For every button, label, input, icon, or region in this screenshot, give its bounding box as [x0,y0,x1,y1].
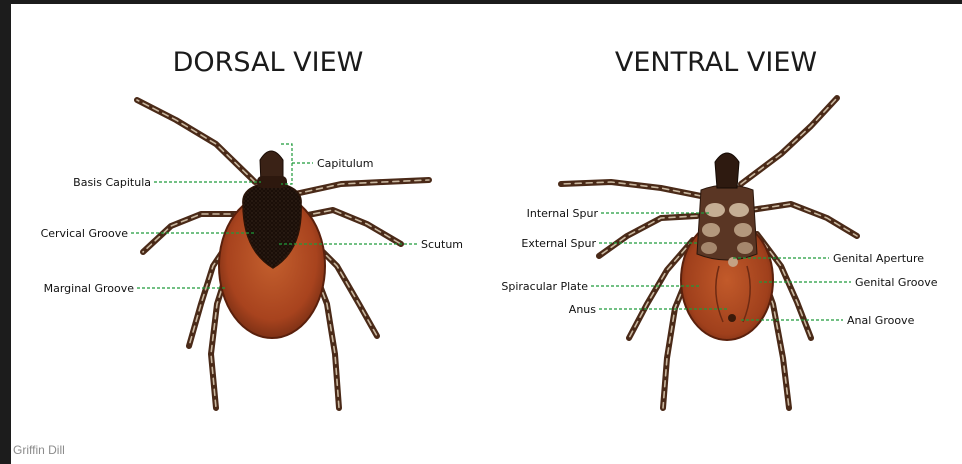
coxa-plate [701,242,717,254]
coxa-plate [734,223,752,237]
label-scutum: Scutum [421,238,463,251]
diagram-frame: DORSAL VIEW VENTRAL VIEW [11,4,962,464]
dorsal-view-title: DORSAL VIEW [173,47,364,78]
label-marginal-groove: Marginal Groove [44,282,135,295]
ventral-tick-illustration [561,98,857,408]
ventral-capitulum [715,153,739,188]
label-spiracular-plate: Spiracular Plate [501,280,588,293]
label-basis-capitula: Basis Capitula [73,176,151,189]
label-cervical-groove: Cervical Groove [41,227,129,240]
label-genital-aperture: Genital Aperture [833,252,924,265]
coxa-plate [705,203,725,217]
image-credit: Griffin Dill [13,443,65,457]
label-internal-spur: Internal Spur [527,207,599,220]
coxa-plate [729,203,749,217]
tick-anatomy-diagram: DORSAL VIEW VENTRAL VIEW [11,4,962,464]
label-genital-groove: Genital Groove [855,276,938,289]
label-anal-groove: Anal Groove [847,314,915,327]
anus-mark [728,314,736,322]
label-capitulum: Capitulum [317,157,374,170]
dorsal-leg [137,100,255,182]
ventral-leg [741,98,837,184]
coxa-plate [702,223,720,237]
label-anus: Anus [569,303,596,316]
dorsal-leg [295,180,429,194]
coxa-plate [737,242,753,254]
dorsal-tick-illustration [137,100,429,408]
dorsal-basis-capitula [257,176,287,188]
ventral-view-title: VENTRAL VIEW [615,47,817,78]
label-external-spur: External Spur [521,237,596,250]
